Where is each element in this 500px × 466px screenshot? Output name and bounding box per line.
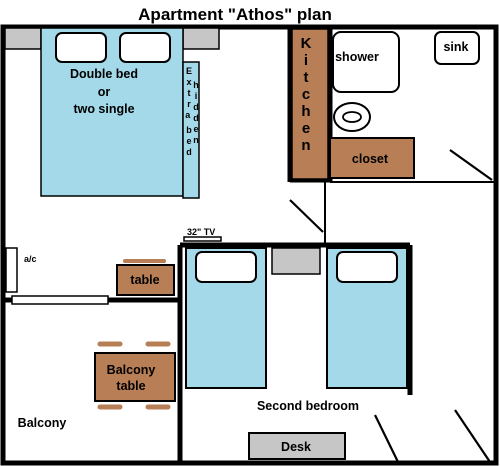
ac-label: a/c xyxy=(24,254,37,264)
pillow xyxy=(119,32,171,63)
tv: 32" TV xyxy=(183,227,222,242)
pillow xyxy=(55,32,107,63)
tv-label: 32" TV xyxy=(187,227,215,237)
sink-label: sink xyxy=(443,40,468,54)
ac-unit: a/c xyxy=(5,247,37,293)
table-label: table xyxy=(130,273,159,287)
single-bed-right xyxy=(326,247,408,389)
table: table xyxy=(116,259,175,296)
outer-walls xyxy=(0,24,499,466)
toilet-icon xyxy=(333,102,371,132)
door-swings xyxy=(289,149,493,463)
shower-label: shower xyxy=(335,50,379,64)
balcony-table: Balcony table xyxy=(94,341,176,410)
desk-label: Desk xyxy=(281,440,311,454)
double-bed: Double bed or two single xyxy=(40,27,184,197)
pillow xyxy=(336,251,398,283)
closet: closet xyxy=(329,137,415,179)
closet-label: closet xyxy=(352,152,389,166)
pillow xyxy=(195,251,257,283)
balcony-table-label: Balcony xyxy=(107,363,156,377)
single-bed-left xyxy=(185,247,267,389)
double-bed-label: Double bed xyxy=(70,67,138,81)
gray-cabinet xyxy=(271,247,321,275)
double-bed-label: two single xyxy=(73,102,134,116)
window xyxy=(11,295,109,305)
sink: sink xyxy=(434,31,480,65)
balcony-table-label: table xyxy=(116,379,145,393)
double-bed-label: or xyxy=(98,85,111,99)
desk: Desk xyxy=(248,432,346,460)
balcony-label: Balcony xyxy=(18,416,67,430)
nightstand-right xyxy=(182,27,220,50)
nightstand-left xyxy=(4,27,42,50)
plan-title: Apartment "Athos" plan xyxy=(138,5,332,24)
second-bedroom-label: Second bedroom xyxy=(257,399,359,413)
shower: shower xyxy=(332,31,400,93)
